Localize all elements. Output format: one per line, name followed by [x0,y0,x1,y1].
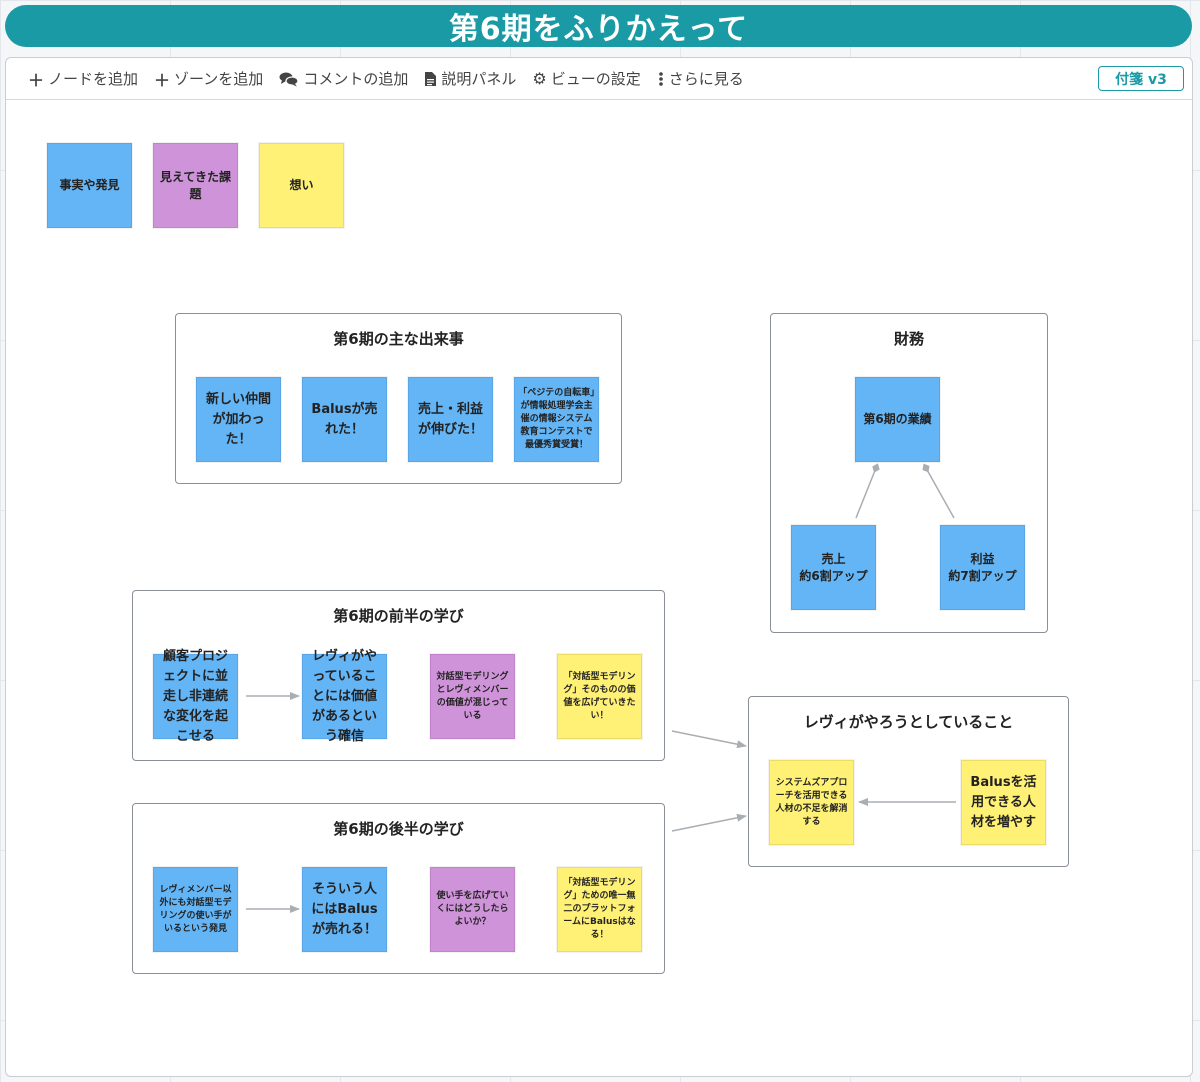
arrow-first-half-to-goal [671,730,747,749]
note-increase-users[interactable]: Balusを活用できる人材を増やす [961,760,1046,845]
more-label: さらに見る [668,70,744,88]
add-comment-button[interactable]: コメントの追加 [279,68,408,89]
add-node-button[interactable]: ＋ ノードを追加 [28,67,138,91]
zone-title: 第6期の後半の学び [333,820,464,838]
document-icon [424,71,437,87]
note-results[interactable]: 第6期の業績 [855,377,940,462]
description-panel-label: 説明パネル [441,70,517,88]
more-button[interactable]: さらに見る [657,68,744,89]
zone-title: 財務 [893,330,924,348]
legend-fact-note[interactable]: 事実や発見 [47,143,132,228]
more-vertical-icon [657,71,665,87]
legend-issue-note[interactable]: 見えてきた課題 [153,143,238,228]
note-other-practitioners[interactable]: レヴィメンバー以外にも対話型モデリングの使い手がいるという発見 [153,867,238,952]
note-resolve-shortage[interactable]: システムズアプローチを活用できる人材の不足を解消する [769,760,854,845]
note-sales-up[interactable]: 売上 約6割アップ [791,525,876,610]
board-panel: ＋ ノードを追加 ＋ ゾーンを追加 コメントの追加 説明パネル ⚙ ビューの設定 [5,57,1193,1077]
note-mixed-value[interactable]: 対話型モデリングとレヴィメンバーの価値が混じっている [430,654,515,739]
toolbar: ＋ ノードを追加 ＋ ゾーンを追加 コメントの追加 説明パネル ⚙ ビューの設定 [6,58,1192,100]
zone-first-half[interactable]: 第6期の前半の学び 顧客プロジェクトに並走し非連続な変化を起こせる レヴィがやっ… [132,590,665,761]
zone-events[interactable]: 第6期の主な出来事 新しい仲間が加わった！ Balusが売れた！ 売上・利益が伸… [175,313,622,484]
note-how-to-spread[interactable]: 使い手を広げていくにはどうしたらよいか？ [430,867,515,952]
arrow-second-half-to-goal [671,813,747,832]
description-panel-button[interactable]: 説明パネル [424,68,516,89]
comments-icon [279,71,299,87]
note-award[interactable]: 「ペジテの自転車」が情報処理学会主催の情報システム教育コンテストで最優秀賞受賞！ [514,377,599,462]
board-canvas[interactable]: 事実や発見 見えてきた課題 想い 第6期の主な出来事 新しい仲間が加わった！ B… [6,100,1192,1076]
view-settings-button[interactable]: ⚙ ビューの設定 [532,68,640,89]
gear-icon: ⚙ [532,69,547,88]
note-value-confidence[interactable]: レヴィがやっていることには価値があるという確信 [302,649,387,744]
add-comment-label: コメントの追加 [303,70,409,88]
zone-title: レヴィがやろうとしていること [803,713,1014,731]
board-title: 第6期をふりかえって [5,5,1192,47]
add-zone-button[interactable]: ＋ ゾーンを追加 [154,67,263,91]
zone-second-half[interactable]: 第6期の後半の学び レヴィメンバー以外にも対話型モデリングの使い手がいるという発… [132,803,665,974]
note-balus-sells[interactable]: そういう人にはBalusが売れる！ [302,867,387,952]
note-profit-up[interactable]: 利益 約7割アップ [940,525,1025,610]
note-revenue-profit[interactable]: 売上・利益が伸びた！ [408,377,493,462]
note-balus-sold[interactable]: Balusが売れた！ [302,377,387,462]
add-zone-label: ゾーンを追加 [174,70,264,88]
note-unique-platform[interactable]: 「対話型モデリング」ための唯一無二のプラットフォームにBalusはなる！ [557,867,642,952]
zone-finance[interactable]: 財務 第6期の業績 売上 約6割アップ 利益 約7割アップ [770,313,1048,633]
plus-icon: ＋ [154,70,171,90]
zone-goal[interactable]: レヴィがやろうとしていること システムズアプローチを活用できる人材の不足を解消す… [748,696,1069,867]
zone-title: 第6期の前半の学び [333,607,464,625]
view-settings-label: ビューの設定 [550,70,641,88]
note-client-project[interactable]: 顧客プロジェクトに並走し非連続な変化を起こせる [153,649,238,744]
add-node-label: ノードを追加 [48,70,139,88]
version-badge[interactable]: 付箋 v3 [1098,66,1184,91]
legend-thought-note[interactable]: 想い [259,143,344,228]
plus-icon: ＋ [28,70,45,90]
note-spread-value[interactable]: 「対話型モデリング」そのものの価値を広げていきたい！ [557,654,642,739]
zone-title: 第6期の主な出来事 [333,330,464,348]
note-new-members[interactable]: 新しい仲間が加わった！ [196,377,281,462]
